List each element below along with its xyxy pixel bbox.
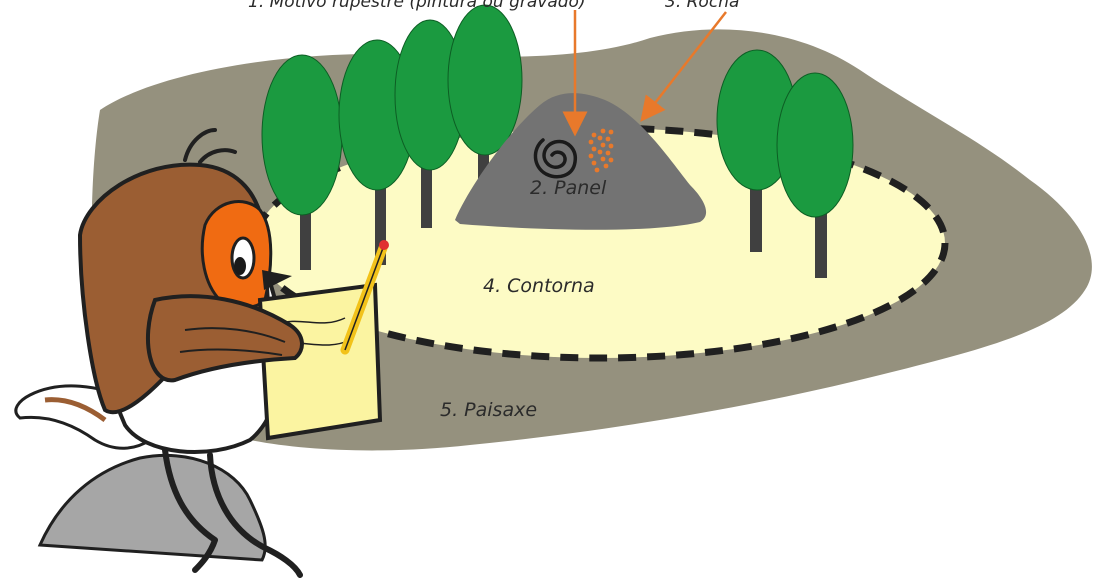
panel-label: 2. Panel <box>530 177 607 199</box>
tree-foliage <box>448 5 522 155</box>
tree-foliage <box>262 55 342 215</box>
tree-foliage <box>777 73 853 217</box>
surroundings-label: 4. Contorna <box>483 275 595 297</box>
rock-label: 3. Rocha <box>665 0 739 12</box>
landscape-label: 5. Paisaxe <box>440 399 537 421</box>
bird-rock <box>40 455 265 560</box>
motif-label: 1. Motivo rupestre (pintura ou gravado) <box>248 0 586 12</box>
